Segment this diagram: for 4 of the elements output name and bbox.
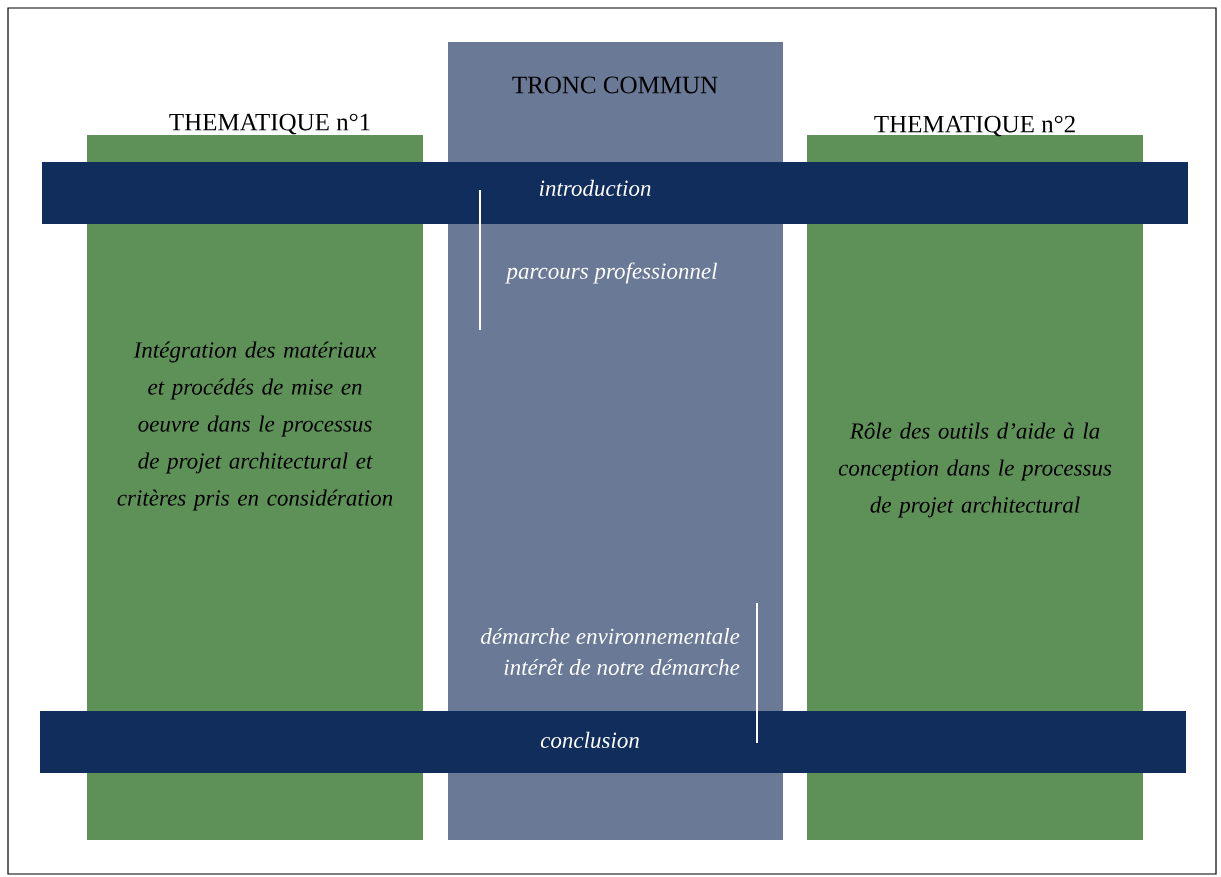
node-label: THEMATIQUE n°2 — [874, 115, 1075, 137]
node-label: THEMATIQUE n°1 — [169, 113, 370, 135]
band: conclusion — [40, 711, 1186, 773]
band: introduction — [42, 162, 1188, 224]
